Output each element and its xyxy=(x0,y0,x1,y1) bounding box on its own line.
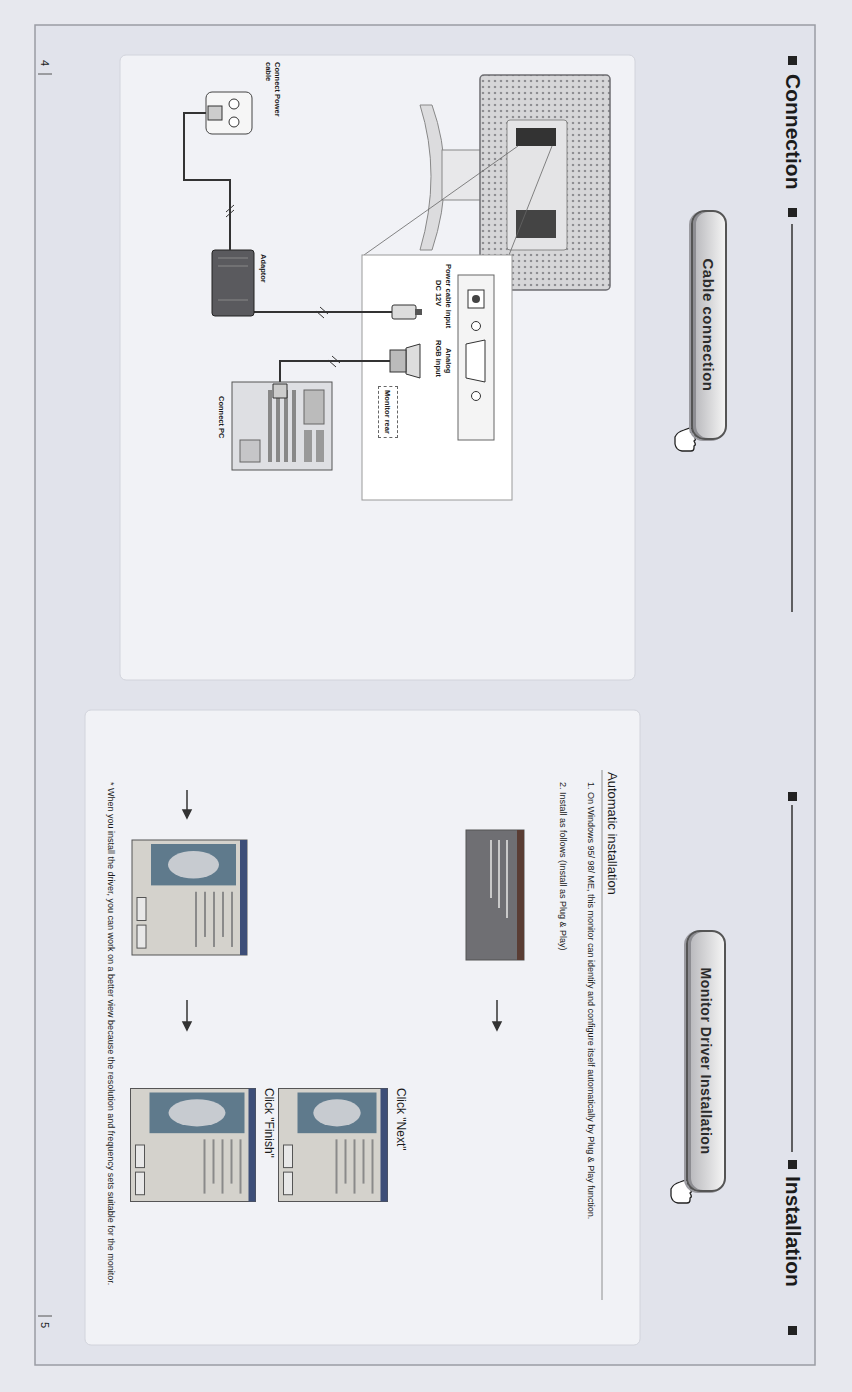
box-text: Monitor Driver Installation xyxy=(698,968,714,1155)
section-button: Cable connection xyxy=(691,210,727,440)
port-label: RGB input xyxy=(434,340,443,377)
box-text: Cable connection xyxy=(701,258,718,391)
heading-bullet xyxy=(788,208,797,217)
page-heading: Connection xyxy=(781,74,806,190)
page-heading: Installation xyxy=(781,1176,806,1287)
box-text: Monitor rear xyxy=(384,390,393,434)
part-label: Adaptor xyxy=(259,254,268,283)
screenshot-step: Click "Finish" xyxy=(130,1088,276,1202)
power-outlet xyxy=(206,92,252,134)
heading-bullet xyxy=(788,792,797,801)
screenshot-image xyxy=(278,1088,388,1202)
adaptor xyxy=(212,250,254,316)
heading-bullet xyxy=(788,56,797,65)
port-label: Analog xyxy=(444,348,453,373)
power-cable xyxy=(254,311,392,313)
screenshot xyxy=(131,1089,256,1202)
heading-bullet xyxy=(788,1160,797,1169)
part-label: Connect Power cable xyxy=(264,62,282,120)
page-number-bar xyxy=(38,1316,52,1317)
screenshot xyxy=(132,840,247,955)
content-panel xyxy=(120,55,635,680)
port-label: Power cable input xyxy=(444,264,453,328)
port-label: DC 12V xyxy=(434,280,443,306)
heading-bullet xyxy=(788,1326,797,1335)
step-text: 2. Install as follows (Install as Plug &… xyxy=(557,782,568,951)
signal-cable xyxy=(280,361,390,382)
page-number-bar xyxy=(38,74,52,75)
inset-box xyxy=(362,255,512,500)
screenshot-step: Click "Next" xyxy=(278,1088,408,1202)
section-rule xyxy=(602,770,603,1300)
step-text: 1. On Windows 95/ 98/ ME, this monitor c… xyxy=(585,782,596,1302)
break-mark xyxy=(328,356,340,367)
part-label: Connect PC xyxy=(217,396,226,439)
vga-plug xyxy=(390,344,420,378)
pc-rear xyxy=(232,382,332,470)
screenshot xyxy=(466,830,524,960)
callout-box: Monitor rear xyxy=(378,386,398,438)
content-panel xyxy=(85,710,640,1345)
section-title: Automatic installation xyxy=(604,772,620,895)
page-number: 5 xyxy=(38,1322,51,1328)
break-mark xyxy=(316,307,328,318)
screenshot xyxy=(279,1089,388,1202)
break-mark xyxy=(226,205,234,217)
connector-panel xyxy=(458,275,494,440)
note-text: * When you install the driver, you can w… xyxy=(105,782,116,1302)
step-caption: Click "Finish" xyxy=(262,1088,276,1158)
section-button: Monitor Driver Installation xyxy=(686,930,726,1192)
screenshot-image xyxy=(130,1088,256,1202)
heading-rule xyxy=(791,805,793,1152)
step-caption: Click "Next" xyxy=(394,1088,408,1151)
heading-rule xyxy=(791,224,793,612)
page-frame xyxy=(35,25,815,1365)
page-number: 4 xyxy=(38,60,51,66)
plug xyxy=(392,305,422,319)
